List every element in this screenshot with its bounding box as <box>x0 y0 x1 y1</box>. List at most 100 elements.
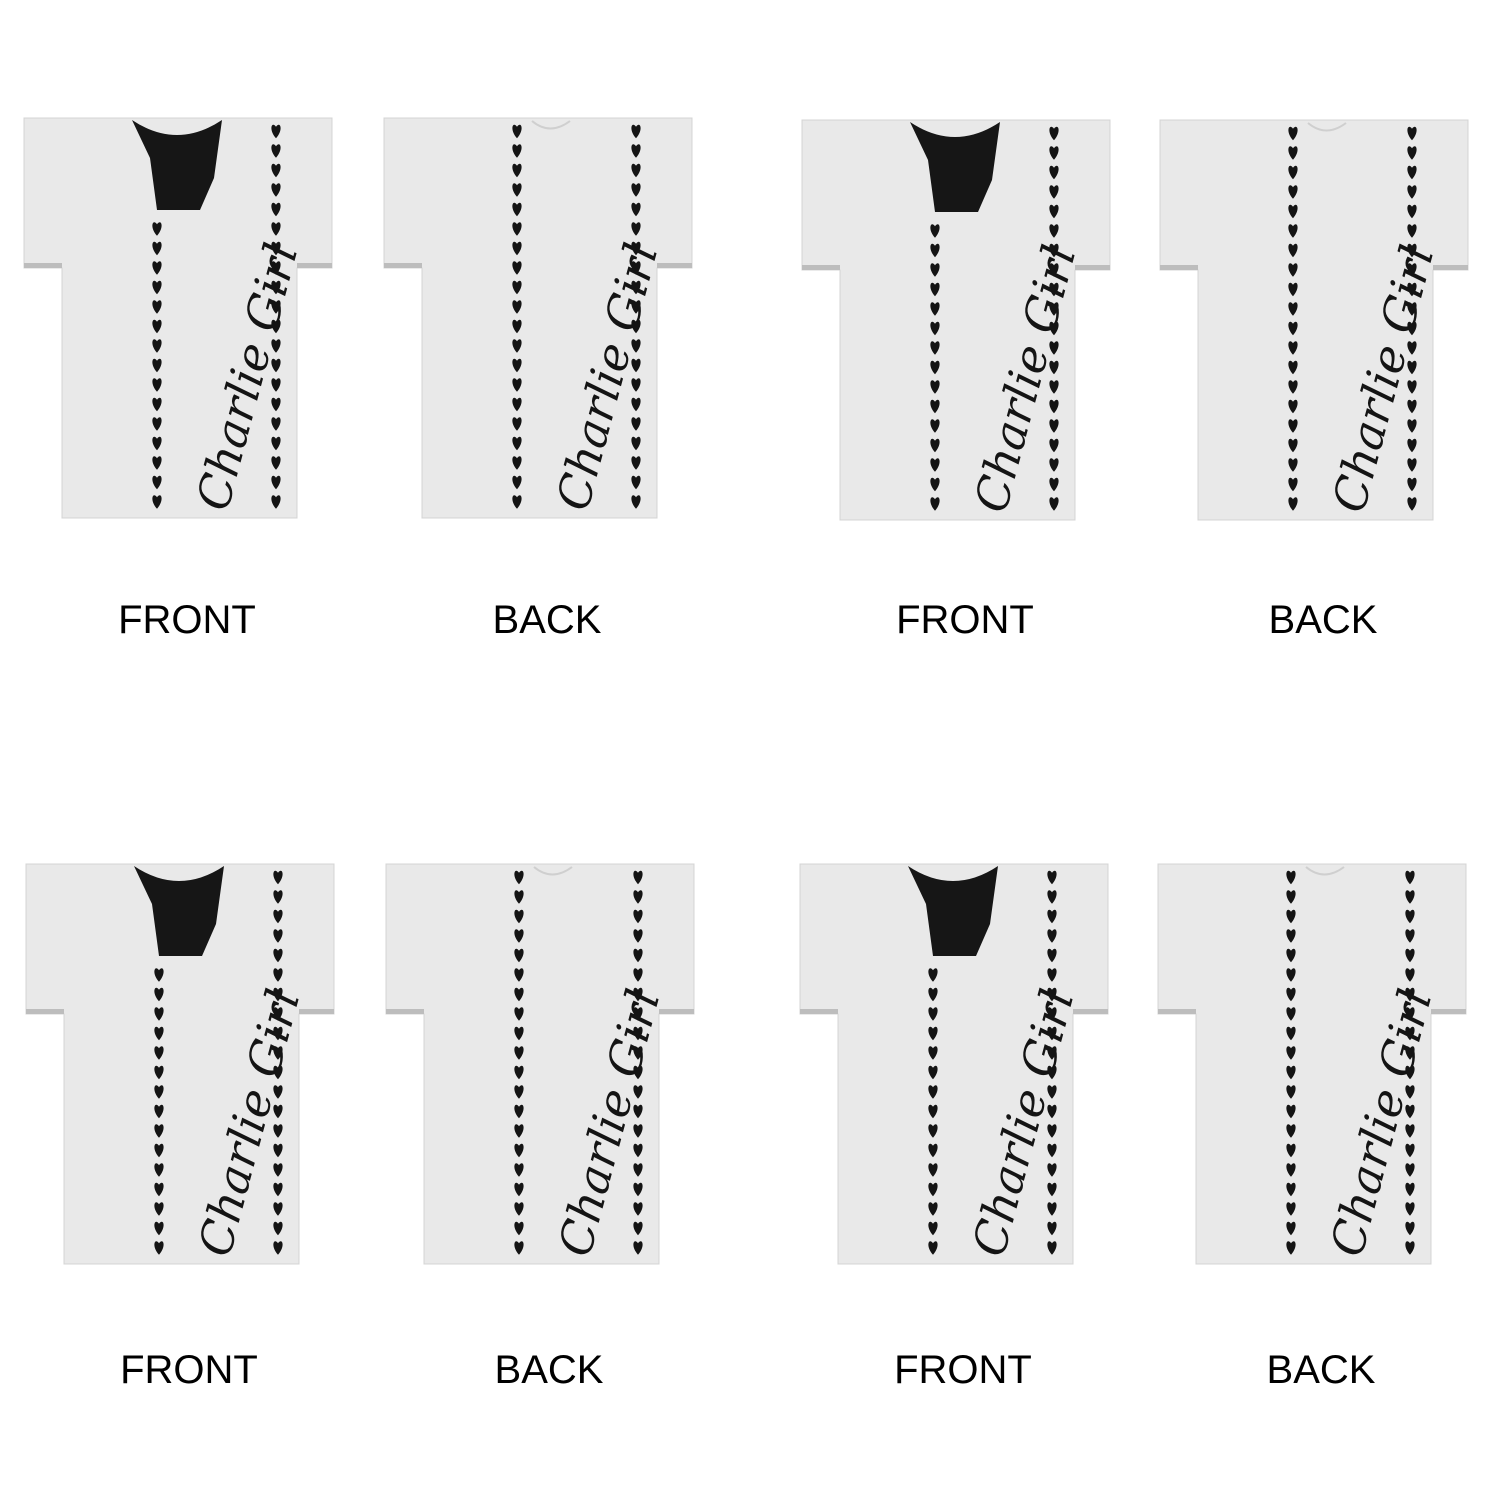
heart-icon <box>1407 146 1417 160</box>
heart-icon <box>928 1143 938 1158</box>
heart-icon <box>154 1202 164 1216</box>
heart-icon <box>1047 1143 1057 1158</box>
heart-icon <box>512 202 522 217</box>
heart-icon <box>928 1163 938 1177</box>
heart-icon <box>928 1026 938 1041</box>
heart-icon <box>1286 1104 1296 1119</box>
heart-icon <box>1047 1026 1057 1041</box>
heart-icon <box>930 497 940 511</box>
heart-icon <box>154 987 164 1002</box>
jersey-front: Charlie Girl <box>23 117 333 519</box>
heart-icon <box>1049 282 1059 297</box>
heart-icon <box>1286 1026 1296 1041</box>
heart-icon <box>1407 341 1417 355</box>
neck-opening <box>132 120 222 210</box>
heart-icon <box>631 436 641 451</box>
heart-icon <box>631 300 641 314</box>
heart-icon <box>1288 458 1298 472</box>
heart-icon <box>514 1202 524 1216</box>
heart-icon <box>633 870 643 885</box>
heart-icon <box>1405 968 1415 982</box>
heart-icon <box>512 378 522 392</box>
heart-icon <box>273 1182 283 1197</box>
heart-icon <box>1049 321 1059 336</box>
heart-icon <box>1407 321 1417 336</box>
heart-icon <box>1288 224 1298 238</box>
heart-icon <box>1405 1143 1415 1158</box>
heart-icon <box>928 1182 938 1197</box>
heart-icon <box>514 1182 524 1197</box>
heart-icon <box>631 475 641 490</box>
heart-icon <box>1047 1163 1057 1177</box>
heart-icon <box>631 495 641 509</box>
heart-icon <box>930 360 940 375</box>
sleeve-shadow <box>24 263 62 268</box>
heart-icon <box>631 124 641 139</box>
heart-icon <box>1286 909 1296 924</box>
heart-icon <box>271 261 281 275</box>
heart-icon <box>273 948 283 963</box>
heart-icon <box>633 1241 643 1255</box>
heart-icon <box>1405 1124 1415 1138</box>
heart-icon <box>271 163 281 178</box>
heart-icon <box>1405 870 1415 885</box>
heart-icon <box>1286 1221 1296 1236</box>
heart-icon <box>1047 870 1057 885</box>
heart-icon <box>1407 243 1417 258</box>
heart-icon <box>930 419 940 433</box>
heart-icon <box>273 929 283 943</box>
heart-icon <box>928 1085 938 1099</box>
heart-icon <box>273 1221 283 1236</box>
heart-icon <box>1049 146 1059 160</box>
heart-icon <box>512 456 522 470</box>
heart-icon <box>1286 1085 1296 1099</box>
heart-icon <box>514 870 524 885</box>
heart-icon <box>512 300 522 314</box>
neck-opening <box>908 866 998 956</box>
heart-icon <box>1288 243 1298 258</box>
heart-icon <box>1286 1241 1296 1255</box>
heart-icon <box>271 222 281 236</box>
heart-icon <box>930 282 940 297</box>
heart-icon <box>271 183 281 197</box>
heart-icon <box>1049 126 1059 141</box>
heart-icon <box>633 1046 643 1060</box>
heart-icon <box>1407 165 1417 180</box>
heart-icon <box>152 339 162 353</box>
heart-icon <box>271 300 281 314</box>
heart-icon <box>1405 890 1415 904</box>
heart-icon <box>631 241 641 256</box>
heart-icon <box>1049 204 1059 219</box>
sleeve-shadow <box>386 1009 424 1014</box>
heart-icon <box>273 1202 283 1216</box>
heart-icon <box>631 222 641 236</box>
heart-icon <box>152 280 162 295</box>
heart-icon <box>1286 1007 1296 1021</box>
heart-icon <box>928 1221 938 1236</box>
heart-icon <box>1286 870 1296 885</box>
heart-icon <box>1407 224 1417 238</box>
heart-icon <box>1286 1182 1296 1197</box>
heart-icon <box>154 1143 164 1158</box>
sleeve-shadow <box>802 265 840 270</box>
heart-icon <box>1405 1241 1415 1255</box>
heart-icon <box>1288 321 1298 336</box>
heart-icon <box>512 183 522 197</box>
heart-icon <box>1288 282 1298 297</box>
heart-icon <box>1405 1065 1415 1080</box>
neck-opening <box>134 866 224 956</box>
heart-icon <box>1286 1202 1296 1216</box>
heart-icon <box>631 319 641 334</box>
heart-icon <box>1049 399 1059 414</box>
heart-icon <box>928 1241 938 1255</box>
heart-icon <box>273 1065 283 1080</box>
heart-icon <box>1049 458 1059 472</box>
heart-icon <box>1047 1182 1057 1197</box>
heart-icon <box>930 399 940 414</box>
heart-icon <box>1405 1007 1415 1021</box>
heart-icon <box>1405 1202 1415 1216</box>
heart-icon <box>512 339 522 353</box>
heart-icon <box>1405 1182 1415 1197</box>
heart-icon <box>154 968 164 982</box>
heart-icon <box>930 458 940 472</box>
